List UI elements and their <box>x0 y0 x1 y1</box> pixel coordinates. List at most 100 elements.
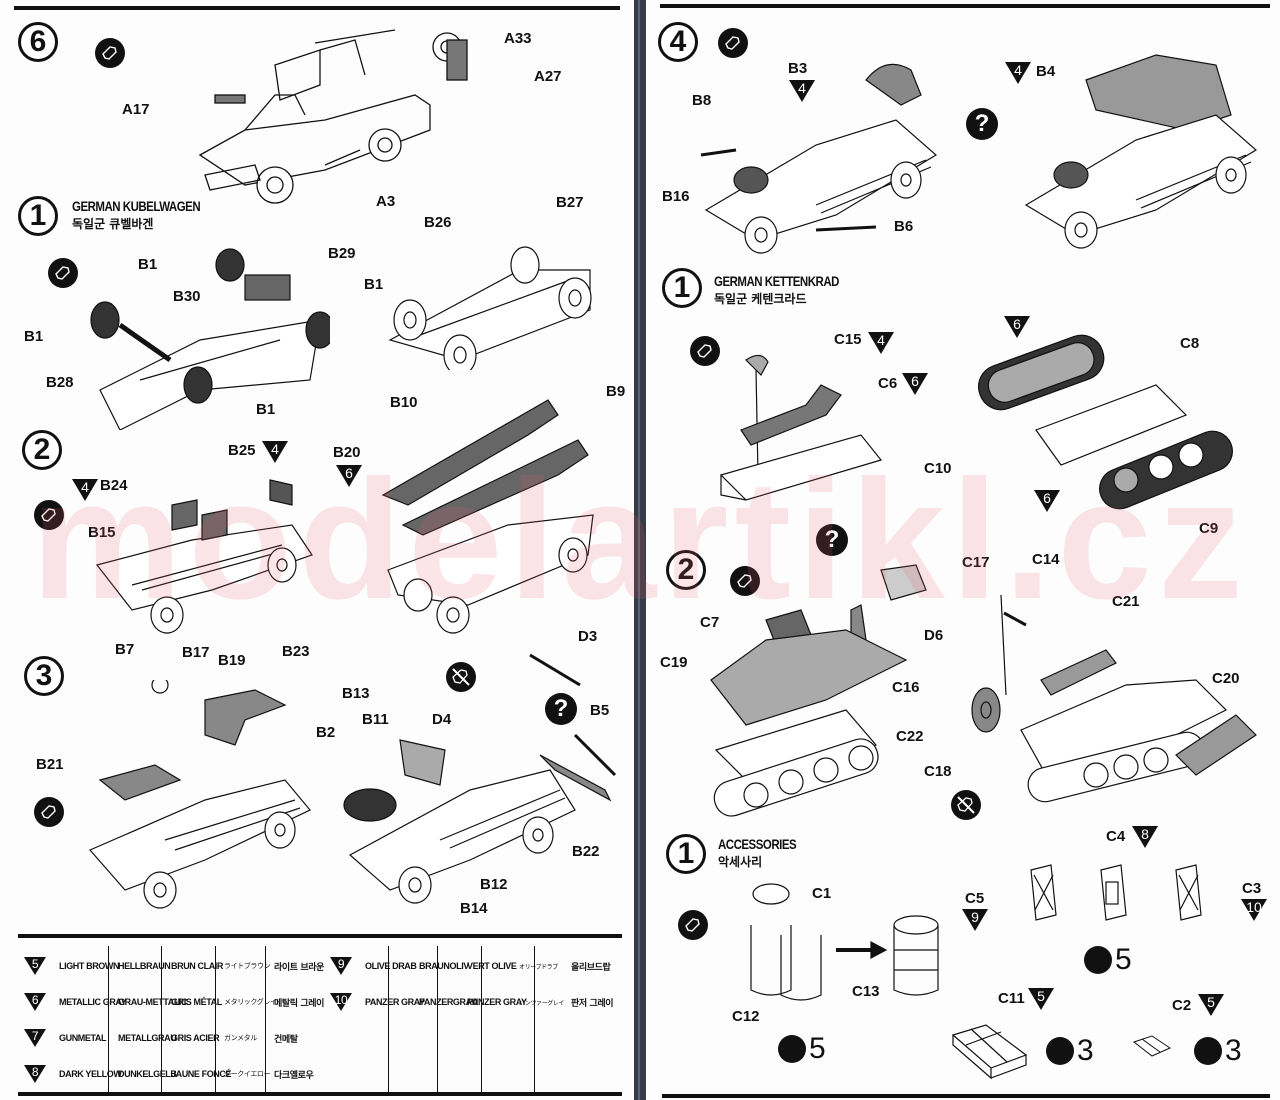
page-gutter <box>634 0 646 1100</box>
chassis-assembled-drawing <box>388 246 592 370</box>
paint-number-badge: 7 <box>24 1029 46 1047</box>
kettenkrad-front-drawing <box>971 594 1257 803</box>
color-name-en: OLIVE DRAB <box>365 961 417 971</box>
cement-icon <box>34 797 64 827</box>
part-label: B10 <box>390 394 418 411</box>
part-label: B24 <box>100 477 128 494</box>
color-name-de: PANZERGRAU <box>419 997 478 1007</box>
color-name-ko: 건메탈 <box>274 1034 298 1045</box>
part-label: C17 <box>962 554 990 571</box>
paint-color-marker: 5 <box>1198 994 1224 1016</box>
step-number: 6 <box>18 22 58 62</box>
color-name-fr: PANZER GRAY <box>467 997 527 1007</box>
color-name-ja: メタリックグレイ <box>224 998 277 1006</box>
part-label: C12 <box>732 1008 760 1025</box>
no-cement-icon <box>951 790 981 820</box>
part-label: B15 <box>88 524 116 541</box>
paint-number-badge: 5 <box>24 957 46 975</box>
legend-row: 5 LIGHT BROWN HELLBRAUN BRUN CLAIR ライトブラ… <box>24 948 327 984</box>
kubelwagen-hardtop-drawing <box>1024 54 1258 249</box>
part-label: B1 <box>364 276 384 293</box>
cement-icon <box>48 258 78 288</box>
color-name-en: LIGHT BROWN <box>59 961 120 971</box>
ammo-crate-small-drawing <box>1132 1035 1172 1057</box>
paint-color-legend: 5 LIGHT BROWN HELLBRAUN BRUN CLAIR ライトブラ… <box>18 934 622 1096</box>
part-label: C4 <box>1106 828 1126 845</box>
step-number: 3 <box>24 656 64 696</box>
part-label: C15 <box>834 331 862 348</box>
make-quantity-icon <box>1194 1037 1222 1065</box>
part-label: B2 <box>316 724 336 741</box>
part-label: B23 <box>282 643 310 660</box>
quantity-indicator: 5 <box>778 1032 826 1066</box>
part-label: B8 <box>692 92 712 109</box>
color-name-de: GRAU-METTALIC <box>118 997 188 1007</box>
part-label: C3 <box>1242 880 1262 897</box>
no-cement-icon <box>446 662 476 692</box>
step-number: 1 <box>18 196 58 236</box>
step-number: 4 <box>658 22 698 62</box>
cement-icon <box>730 566 760 596</box>
part-label: C7 <box>700 614 720 631</box>
color-name-de: DUNKELGELB <box>118 1069 177 1079</box>
section-title: ACCESSORIES 악세사리 <box>718 836 813 870</box>
color-name-ja: ガンメタル <box>224 1034 257 1042</box>
part-label: B14 <box>460 900 488 917</box>
part-label: C19 <box>660 654 688 671</box>
paint-color-marker: 5 <box>1028 988 1054 1010</box>
part-label: C5 <box>965 890 985 907</box>
step-number: 2 <box>666 550 706 590</box>
quantity-indicator: 3 <box>1194 1034 1242 1068</box>
part-label: B7 <box>115 641 135 658</box>
part-label: C6 <box>878 375 898 392</box>
color-name-ko: 판저 그레이 <box>571 998 614 1009</box>
bottom-rule <box>662 1094 1270 1098</box>
cement-icon <box>690 336 720 366</box>
cement-icon <box>34 500 64 530</box>
part-label: B1 <box>24 328 44 345</box>
exterior-assembly-drawing <box>343 653 617 904</box>
paint-color-marker: 4 <box>868 332 894 354</box>
quantity-indicator: 5 <box>1084 943 1132 977</box>
color-name-de: HELLBRAUN <box>118 961 171 971</box>
color-name-ja: ダークイエロー <box>224 1070 271 1078</box>
part-label: B12 <box>480 876 508 893</box>
right-instruction-page: 4 B3 4 B8 B16 B6 4 B4 ? 1 GERM <box>646 0 1280 1100</box>
part-label: C14 <box>1032 551 1060 568</box>
color-name-ja: パンツァーグレイ <box>519 999 565 1007</box>
part-label: C2 <box>1172 997 1192 1014</box>
make-quantity-icon <box>1046 1037 1074 1065</box>
make-quantity-icon <box>1084 946 1112 974</box>
section-title-ko: 악세사리 <box>718 855 763 869</box>
body-sides-drawing <box>381 399 594 634</box>
body-floor-drawing <box>95 479 313 634</box>
part-label: B3 <box>788 60 808 77</box>
color-name-ko: 라이트 브라운 <box>274 962 325 973</box>
part-label: B17 <box>182 644 210 661</box>
part-label: C13 <box>852 983 880 1000</box>
cement-icon <box>95 38 125 68</box>
part-label: C22 <box>896 728 924 745</box>
part-label: B27 <box>556 194 584 211</box>
part-label: B29 <box>328 245 356 262</box>
make-quantity-icon <box>778 1035 806 1063</box>
color-name-fr: JAUNE FONCÉ <box>171 1069 232 1079</box>
quantity-value: 5 <box>809 1032 826 1065</box>
part-label: B26 <box>424 214 452 231</box>
part-label: A33 <box>504 30 532 47</box>
top-rule <box>14 6 620 10</box>
legend-top-rule <box>18 934 622 938</box>
left-instruction-page: 6 A17 A33 A27 A3 1 GERMAN KUBELWAGEN 독일군… <box>0 0 634 1100</box>
color-name-ko: 다크옐로우 <box>274 1070 314 1081</box>
kettenkrad-hull-drawing <box>719 354 883 501</box>
paint-color-marker: 6 <box>1004 316 1030 338</box>
part-label: C16 <box>892 679 920 696</box>
color-name-ko: 올리브드랍 <box>571 962 611 973</box>
part-label: C11 <box>998 990 1025 1007</box>
cement-icon <box>678 910 708 940</box>
paint-color-marker: 8 <box>1132 826 1158 848</box>
paint-color-marker: 9 <box>962 909 988 931</box>
part-label: C18 <box>924 763 952 780</box>
color-name-fr: BRUN CLAIR <box>171 961 223 971</box>
part-label: B16 <box>662 188 690 205</box>
